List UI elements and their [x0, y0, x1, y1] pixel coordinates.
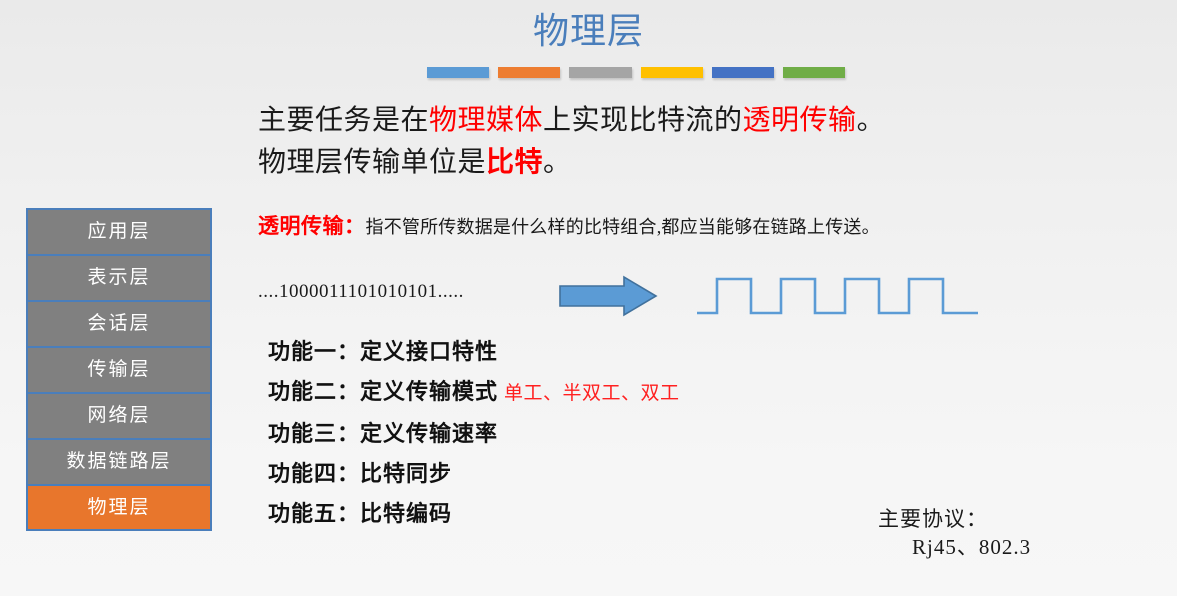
square-wave-signal: [697, 277, 978, 315]
right-arrow-icon: [559, 275, 658, 317]
intro-line2-part2: 。: [543, 147, 572, 178]
definition-term: 透明传输：: [258, 214, 366, 238]
intro-line1-part3: 。: [856, 105, 886, 136]
accent-segment-blue: [427, 67, 490, 78]
bit-stream-text: ....1000011101010101.....: [258, 281, 464, 302]
function-item-5: 功能五：比特编码: [268, 494, 888, 534]
function-item-1: 功能一：定义接口特性: [268, 332, 888, 372]
function-item-5-label: 功能五：比特编码: [268, 501, 453, 526]
function-item-2-note: 单工、半双工、双工: [504, 383, 680, 404]
osi-layer-physical[interactable]: 物理层: [26, 484, 212, 531]
osi-layer-session[interactable]: 会话层: [26, 300, 212, 347]
function-item-2: 功能二：定义传输模式单工、半双工、双工: [268, 372, 888, 414]
osi-layer-data-link[interactable]: 数据链路层: [26, 438, 212, 485]
accent-segment-yellow: [640, 67, 703, 78]
intro-line-1: 主要任务是在物理媒体上实现比特流的透明传输。: [258, 100, 1058, 142]
function-item-3-label: 功能三：定义传输速率: [268, 421, 499, 446]
function-item-4-label: 功能四：比特同步: [268, 461, 453, 486]
intro-line1-highlight-transparent: 透明传输: [742, 105, 857, 136]
bitstream-row: ....1000011101010101.....: [258, 275, 998, 323]
protocols-value: Rj45、802.3: [912, 535, 1032, 559]
intro-line2-part1: 物理层传输单位是: [258, 147, 487, 178]
accent-segment-dark-blue: [711, 67, 774, 78]
intro-line-2: 物理层传输单位是比特。: [258, 142, 1058, 184]
function-item-2-label: 功能二：定义传输模式: [268, 379, 499, 404]
intro-line2-highlight-bit: 比特: [486, 147, 544, 178]
function-item-3: 功能三：定义传输速率: [268, 414, 888, 454]
intro-line1-highlight-media: 物理媒体: [429, 105, 544, 136]
osi-layer-application[interactable]: 应用层: [26, 208, 212, 255]
osi-layer-network[interactable]: 网络层: [26, 392, 212, 439]
intro-line1-part2: 上实现比特流的: [543, 105, 743, 136]
accent-color-bar: [427, 67, 846, 78]
definition-line: 透明传输：指不管所传数据是什么样的比特组合,都应当能够在链路上传送。: [258, 210, 1158, 240]
accent-segment-orange: [498, 67, 561, 78]
osi-layer-transport[interactable]: 传输层: [26, 346, 212, 393]
intro-line1-part1: 主要任务是在: [258, 105, 430, 136]
function-item-4: 功能四：比特同步: [268, 454, 888, 494]
protocols-label: 主要协议：: [878, 507, 988, 531]
accent-segment-gray: [569, 67, 632, 78]
osi-layer-presentation[interactable]: 表示层: [26, 254, 212, 301]
protocols-note: 主要协议： Rj45、802.3: [878, 505, 1138, 561]
page-title: 物理层: [532, 11, 644, 51]
function-item-1-label: 功能一：定义接口特性: [268, 339, 499, 364]
definition-text: 指不管所传数据是什么样的比特组合,都应当能够在链路上传送。: [365, 217, 880, 237]
function-list: 功能一：定义接口特性 功能二：定义传输模式单工、半双工、双工 功能三：定义传输速…: [268, 332, 888, 534]
osi-layer-stack: 应用层 表示层 会话层 传输层 网络层 数据链路层 物理层: [26, 208, 212, 531]
intro-text-block: 主要任务是在物理媒体上实现比特流的透明传输。 物理层传输单位是比特。: [258, 100, 1058, 184]
accent-segment-green: [782, 67, 846, 78]
